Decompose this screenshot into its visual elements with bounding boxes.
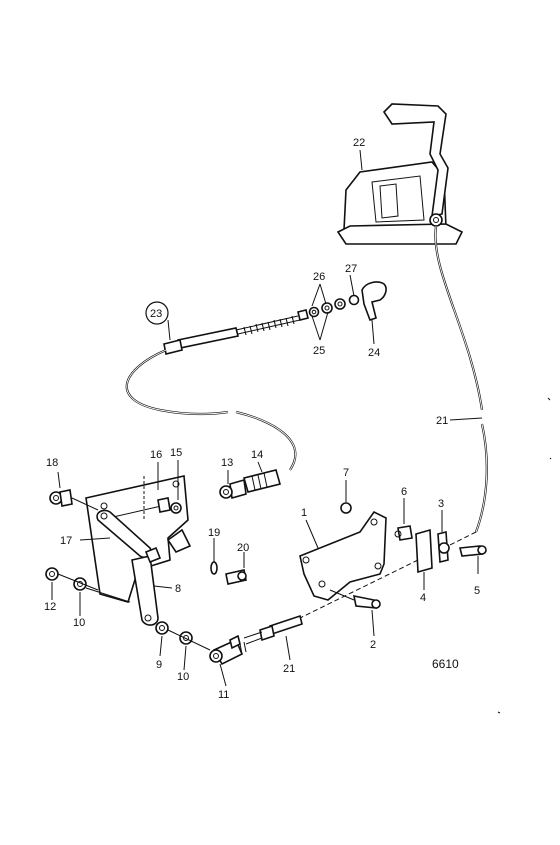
figure-id: 6610	[432, 657, 459, 671]
callout-10-lower: 10	[177, 671, 189, 683]
callout-13: 13	[221, 457, 233, 469]
callout-12: 12	[44, 601, 56, 613]
callout-16: 16	[150, 449, 162, 461]
callout-24: 24	[368, 347, 380, 359]
leader-lines	[51, 149, 483, 687]
callout-9: 9	[156, 659, 162, 671]
edge-marks	[497, 397, 552, 714]
callout-labels: 22 26 27 25 24 23 21 18 16 15 13 14 7 6 …	[44, 137, 480, 701]
callout-21-lower: 21	[283, 663, 295, 675]
callout-11: 11	[218, 689, 229, 701]
callout-3: 3	[438, 498, 444, 510]
callout-8: 8	[175, 583, 181, 595]
control-lever-housing	[336, 103, 464, 245]
callout-21-upper: 21	[436, 415, 448, 427]
callout-26: 26	[313, 271, 325, 283]
callout-6: 6	[401, 486, 407, 498]
lower-cable	[209, 531, 477, 666]
callout-23-circle	[145, 301, 169, 325]
right-bracket-assembly	[299, 502, 487, 609]
callout-4: 4	[420, 592, 426, 604]
left-bracket-assembly	[45, 475, 247, 651]
callout-22: 22	[353, 137, 365, 149]
control-cable	[125, 225, 488, 533]
callout-10-left: 10	[73, 617, 85, 629]
callout-19: 19	[208, 527, 220, 539]
callout-7: 7	[343, 467, 349, 479]
callout-23: 23	[150, 308, 162, 320]
cable-end-fittings	[297, 281, 387, 322]
callout-5: 5	[474, 585, 480, 597]
callout-20: 20	[237, 542, 249, 554]
callout-2: 2	[370, 639, 376, 651]
callout-15: 15	[170, 447, 182, 459]
callout-18: 18	[46, 457, 58, 469]
callout-17: 17	[60, 535, 72, 547]
callout-14: 14	[251, 449, 263, 461]
callout-25: 25	[313, 345, 325, 357]
callout-1: 1	[301, 507, 307, 519]
callout-27: 27	[345, 263, 357, 275]
